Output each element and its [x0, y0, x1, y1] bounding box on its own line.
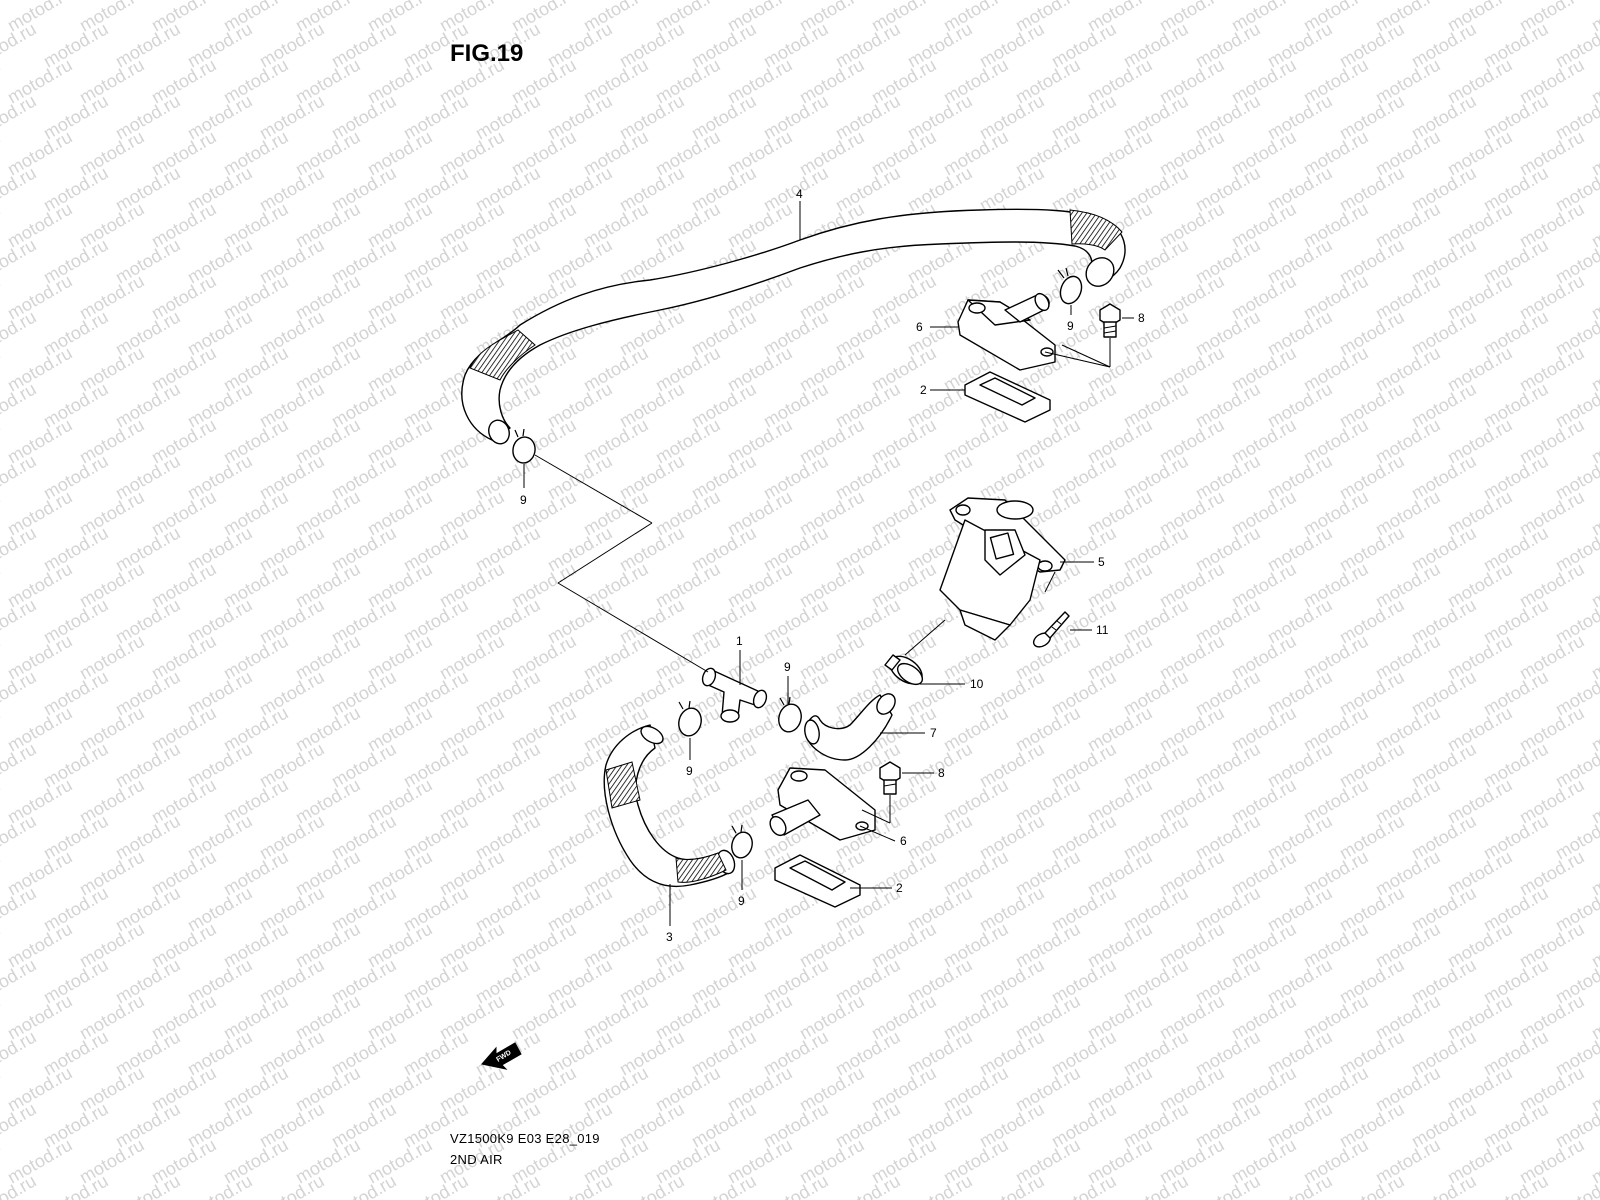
callout-11: 11 — [1096, 623, 1109, 637]
callout-9-left: 9 — [520, 493, 527, 507]
bolt-icon-upper — [1099, 303, 1121, 338]
clamp-icon-left — [512, 428, 536, 464]
clamp-icon-tjoint-left — [678, 700, 702, 737]
callout-8-upper: 8 — [1138, 311, 1145, 325]
t-joint-icon — [701, 667, 768, 723]
reed-valve-cover-icon-lower — [769, 767, 876, 841]
callout-1: 1 — [736, 634, 743, 648]
callout-6-lower: 6 — [900, 834, 907, 848]
callout-8-lower: 8 — [938, 766, 945, 780]
callout-10: 10 — [970, 677, 984, 691]
clamp-icon-tjoint-right — [778, 696, 802, 733]
callout-3: 3 — [666, 930, 673, 944]
reed-valve-gasket-icon-lower — [774, 854, 861, 908]
control-valve-icon — [939, 497, 1066, 641]
callout-2-lower: 2 — [896, 881, 903, 895]
callout-2-upper: 2 — [920, 383, 927, 397]
model-code: VZ1500K9 E03 E28_019 — [450, 1131, 600, 1146]
callout-6-upper: 6 — [916, 320, 923, 334]
callout-9-upper: 9 — [1067, 319, 1074, 333]
lower-hose-icon — [603, 724, 736, 888]
reed-valve-cover-icon-upper — [957, 292, 1056, 371]
callout-9-tjoint-right: 9 — [784, 660, 791, 674]
callout-7: 7 — [930, 726, 937, 740]
callout-4: 4 — [796, 187, 803, 201]
short-hose-icon — [804, 693, 896, 761]
fwd-arrow-icon: FWD — [481, 1042, 522, 1070]
bolt-icon-lower — [879, 761, 901, 795]
screw-icon — [1032, 611, 1070, 648]
clamp-icon-upper — [1057, 267, 1083, 305]
section-name: 2ND AIR — [450, 1152, 503, 1167]
callout-9-lower: 9 — [738, 894, 745, 908]
callout-5: 5 — [1098, 555, 1105, 569]
callout-9-tjoint-left: 9 — [686, 764, 693, 778]
figure-title: FIG.19 — [450, 40, 524, 67]
clamp-icon-lower — [731, 824, 753, 859]
reed-valve-gasket-icon-upper — [964, 371, 1051, 423]
